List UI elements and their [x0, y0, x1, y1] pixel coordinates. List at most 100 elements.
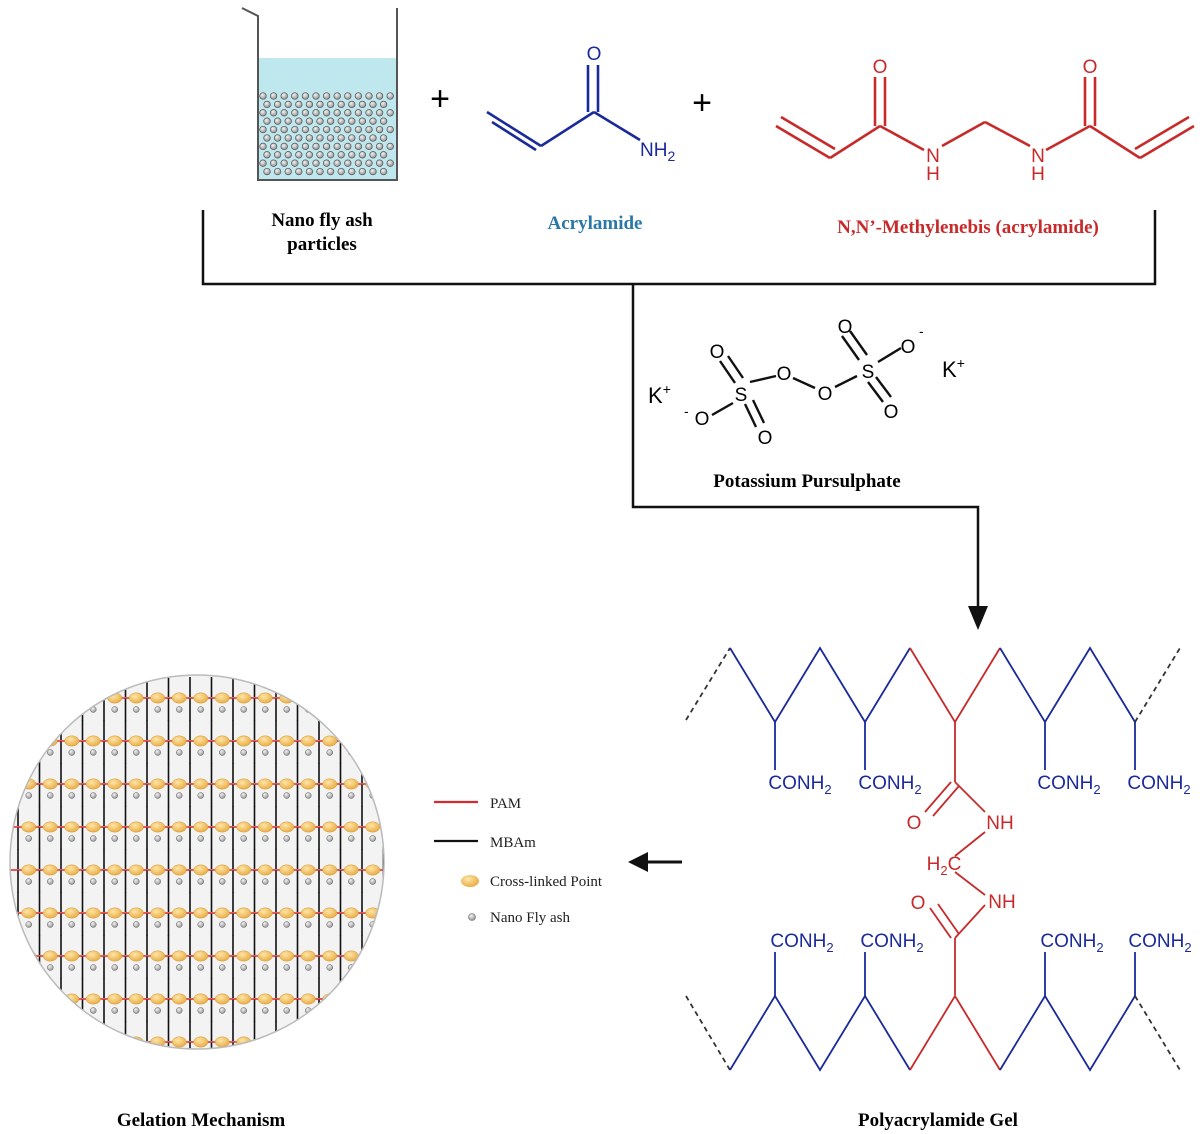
fly-ash-particle — [333, 92, 341, 100]
cross-linked-point — [322, 692, 338, 704]
nano-fly-ash-particle — [305, 1051, 311, 1057]
fly-ash-particle — [280, 109, 288, 117]
nano-fly-ash-particle — [133, 921, 140, 928]
nano-fly-ash-particle — [176, 1051, 182, 1057]
fly-ash-particle — [348, 117, 356, 125]
fly-ash-particle — [358, 100, 367, 109]
cross-linked-point — [257, 993, 273, 1005]
nano-fly-ash-particle — [197, 1007, 204, 1014]
cross-linked-point — [365, 950, 381, 962]
fly-ash-particle — [358, 167, 367, 176]
nano-fly-ash-particle — [111, 792, 118, 799]
fly-ash-particle — [305, 134, 314, 142]
cross-linked-point — [42, 907, 58, 919]
cross-linked-point — [193, 1036, 209, 1048]
cross-linked-point — [193, 821, 209, 833]
nano-fly-ash-particle — [90, 835, 97, 842]
nano-fly-ash-particle — [133, 749, 140, 756]
nano-fly-ash-particle — [326, 835, 333, 842]
gel-crosslink-h2c: H2C — [927, 854, 962, 878]
gel-conh2-top-2: CONH2 — [858, 773, 921, 797]
cross-linked-point — [171, 778, 187, 790]
nano-fly-ash-particle — [111, 878, 118, 885]
nano-fly-ash-particle — [25, 1007, 32, 1014]
gel-conh2-bottom-1: CONH2 — [770, 931, 833, 955]
cross-linked-point — [322, 778, 338, 790]
nano-fly-ash-particle — [68, 792, 75, 799]
nano-fly-ash-particle — [90, 792, 97, 799]
nano-fly-ash-particle — [47, 878, 54, 885]
nano-fly-ash-particle — [25, 706, 32, 713]
fly-ash-particle — [322, 109, 331, 117]
cross-linked-point — [193, 864, 209, 876]
gelation-network — [9, 674, 385, 1057]
nano-fly-ash-particle — [219, 964, 226, 971]
nano-fly-ash-particle — [305, 749, 312, 756]
gel-conh2-top-1: CONH2 — [768, 773, 831, 797]
cross-linked-point — [257, 821, 273, 833]
cross-linked-point — [107, 950, 123, 962]
cross-linked-point — [236, 778, 252, 790]
nano-fly-ash-particle — [176, 878, 183, 885]
nano-fly-ash-particle — [90, 878, 97, 885]
fly-ash-particle — [295, 100, 303, 109]
gelation-circle-bg — [10, 675, 384, 1049]
fly-ash-particle — [333, 109, 341, 117]
fly-ash-particle — [348, 167, 356, 176]
fly-ash-particle — [280, 159, 288, 167]
cross-linked-point — [150, 692, 166, 704]
gel-conh2-top-4: CONH2 — [1127, 773, 1190, 797]
fly-ash-particle — [284, 167, 292, 176]
cross-linked-point — [85, 1036, 101, 1048]
nano-fly-ash-particle — [369, 964, 376, 971]
nano-fly-ash-particle — [240, 835, 247, 842]
gel-conh2-bottom-2: CONH2 — [860, 931, 923, 955]
nano-fly-ash-particle — [47, 1007, 54, 1014]
mbam-hydrogen-left: H — [926, 164, 940, 185]
fly-ash-particle — [333, 142, 341, 151]
nano-fly-ash-particle — [197, 706, 204, 713]
nano-fly-ash-particle — [197, 878, 204, 885]
cross-linked-point — [64, 1036, 80, 1048]
cross-linked-point — [42, 692, 58, 704]
fly-ash-particle — [386, 92, 394, 100]
nano-fly-ash-particle — [197, 749, 204, 756]
cross-linked-point — [85, 950, 101, 962]
fly-ash-particle — [259, 92, 267, 100]
fly-ash-particle — [259, 159, 267, 167]
nano-fly-ash-particle — [176, 749, 183, 756]
fly-ash-particle — [284, 151, 292, 159]
cross-linked-point — [322, 950, 338, 962]
cross-linked-point — [150, 735, 166, 747]
nano-fly-ash-particle — [369, 749, 376, 756]
nano-fly-ash-particle — [176, 1007, 183, 1014]
fly-ash-particle — [337, 151, 345, 159]
persulphate-o7: O — [695, 409, 710, 430]
nano-fly-ash-particle — [154, 749, 161, 756]
nano-fly-ash-particle — [369, 878, 376, 885]
nano-fly-ash-particle — [25, 792, 32, 799]
gel-conh2-bottom-4: CONH2 — [1128, 931, 1191, 955]
cross-linked-point — [257, 692, 273, 704]
gel-crosslink-oxygen-bottom: O — [911, 893, 926, 914]
nano-fly-ash-particle — [370, 1051, 376, 1057]
cross-linked-point — [64, 821, 80, 833]
legend-nano-swatch — [468, 913, 476, 921]
fly-ash-particle — [354, 109, 363, 117]
nano-fly-ash-particle — [262, 1007, 269, 1014]
cross-linked-point — [42, 1036, 58, 1048]
cross-linked-point — [128, 950, 144, 962]
beaker — [241, 7, 398, 181]
fly-ash-particle — [365, 109, 373, 117]
plus-sign-2: + — [692, 84, 712, 122]
nano-fly-ash-particle — [47, 1051, 53, 1057]
nano-fly-ash-particle — [68, 964, 75, 971]
fly-ash-particle — [358, 151, 367, 159]
cross-linked-point — [21, 1036, 37, 1048]
nano-fly-ash-particle — [133, 835, 140, 842]
cross-linked-point — [171, 735, 187, 747]
cross-linked-point — [257, 907, 273, 919]
nano-fly-ash-particle — [219, 792, 226, 799]
fly-ash-particle — [305, 151, 314, 159]
fly-ash-particle — [379, 134, 388, 142]
